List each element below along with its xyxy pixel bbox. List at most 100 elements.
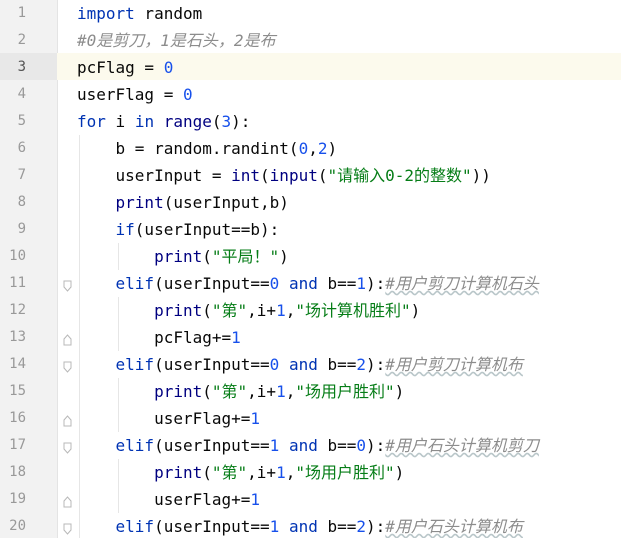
number-token: 0: [269, 274, 280, 293]
caret-line-highlight: [0, 53, 621, 80]
code-token: [77, 220, 116, 239]
code-text[interactable]: print("第",i+1,"场计算机胜利"): [77, 297, 420, 324]
code-line[interactable]: 5 for i in range(3):: [0, 108, 621, 135]
code-token: ,i+: [247, 463, 277, 482]
comment-token: #0是剪刀，1是石头，2是布: [77, 31, 276, 50]
number-token: 1: [269, 436, 280, 455]
line-number-gutter[interactable]: [0, 0, 58, 538]
fold-end-icon[interactable]: [63, 493, 72, 508]
line-number: 1: [17, 5, 26, 21]
code-line[interactable]: 9 if(userInput==b):: [0, 216, 621, 243]
code-line[interactable]: 6 b = random.randint(0,2): [0, 135, 621, 162]
code-token: b==: [317, 355, 357, 374]
code-line[interactable]: 20 elif(userInput==1 and b==2):#用户石头计算机布: [0, 513, 621, 538]
code-line[interactable]: 3 pcFlag = 0: [0, 54, 621, 81]
fold-end-icon[interactable]: [63, 412, 72, 427]
line-number: 12: [9, 302, 26, 318]
code-line[interactable]: 14 elif(userInput==0 and b==2):#用户剪刀计算机布: [0, 351, 621, 378]
keyword-token: elif: [115, 436, 155, 455]
line-number: 15: [9, 383, 26, 399]
code-line[interactable]: 18 print("第",i+1,"场用户胜利"): [0, 459, 621, 486]
builtin-token: print: [154, 247, 203, 266]
code-line[interactable]: 7 userInput = int(input("请输入0-2的整数")): [0, 162, 621, 189]
number-token: 1: [356, 274, 367, 293]
code-token: ):: [366, 517, 386, 536]
code-text[interactable]: userFlag = 0: [77, 81, 193, 108]
code-text[interactable]: print(userInput,b): [77, 189, 289, 216]
keyword-token: elif: [115, 274, 155, 293]
code-token: (: [260, 166, 270, 185]
code-token: [77, 436, 116, 455]
code-line[interactable]: 15 print("第",i+1,"场用户胜利"): [0, 378, 621, 405]
line-number: 19: [9, 491, 26, 507]
code-text[interactable]: print("第",i+1,"场用户胜利"): [77, 378, 404, 405]
keyword-token: elif: [115, 517, 155, 536]
code-text[interactable]: print("第",i+1,"场用户胜利"): [77, 459, 404, 486]
code-line[interactable]: 10 print("平局！"): [0, 243, 621, 270]
string-token: "第": [211, 463, 248, 482]
line-number: 9: [17, 221, 26, 237]
builtin-token: int: [231, 166, 261, 185]
line-number: 16: [9, 410, 26, 426]
code-text[interactable]: userFlag+=1: [77, 405, 260, 432]
indent-guide: [118, 243, 119, 270]
code-token: b==: [317, 517, 357, 536]
indent-guide: [118, 378, 119, 432]
line-number: 3: [17, 59, 26, 75]
fold-arrow-icon[interactable]: [63, 520, 72, 535]
number-token: 1: [276, 382, 286, 401]
number-token: 1: [276, 463, 286, 482]
code-line[interactable]: 12 print("第",i+1,"场计算机胜利"): [0, 297, 621, 324]
code-token: b = random.randint(: [77, 139, 299, 158]
code-token: ):: [231, 112, 251, 131]
code-line[interactable]: 2#0是剪刀，1是石头，2是布: [0, 27, 621, 54]
code-text[interactable]: #0是剪刀，1是石头，2是布: [77, 27, 276, 54]
code-text[interactable]: if(userInput==b):: [77, 216, 280, 243]
code-token: i: [105, 112, 135, 131]
code-token: [77, 517, 116, 536]
code-text[interactable]: userFlag+=1: [77, 486, 260, 513]
code-token: userFlag+=: [77, 409, 251, 428]
line-number: 10: [9, 248, 26, 264]
code-text[interactable]: elif(userInput==1 and b==0):#用户石头计算机剪刀: [77, 432, 539, 459]
indent-guide: [118, 459, 119, 513]
code-text[interactable]: elif(userInput==1 and b==2):#用户石头计算机布: [77, 513, 523, 538]
code-text[interactable]: elif(userInput==0 and b==1):#用户剪刀计算机石头: [77, 270, 539, 297]
line-number: 5: [17, 113, 26, 129]
code-token: (: [202, 301, 212, 320]
code-text[interactable]: import random: [77, 0, 202, 27]
code-token: [279, 517, 289, 536]
fold-arrow-icon[interactable]: [63, 277, 72, 292]
number-token: 3: [221, 112, 232, 131]
code-text[interactable]: userInput = int(input("请输入0-2的整数")): [77, 162, 491, 189]
code-token: )): [471, 166, 491, 185]
code-text[interactable]: pcFlag+=1: [77, 324, 241, 351]
caret-line-gutter-highlight: [0, 53, 57, 80]
code-line[interactable]: 13 pcFlag+=1: [0, 324, 621, 351]
code-token: (userInput==: [154, 274, 270, 293]
code-text[interactable]: pcFlag = 0: [77, 54, 173, 81]
number-token: 0: [269, 355, 280, 374]
code-line[interactable]: 19 userFlag+=1: [0, 486, 621, 513]
code-token: [77, 382, 154, 401]
code-text[interactable]: print("平局！"): [77, 243, 289, 270]
code-token: pcFlag+=: [77, 328, 232, 347]
fold-end-icon[interactable]: [63, 331, 72, 346]
code-line[interactable]: 1 import random: [0, 0, 621, 27]
code-text[interactable]: for i in range(3):: [77, 108, 250, 135]
code-token: [279, 436, 289, 455]
code-line[interactable]: 17 elif(userInput==1 and b==0):#用户石头计算机剪…: [0, 432, 621, 459]
code-line[interactable]: 8 print(userInput,b): [0, 189, 621, 216]
code-line[interactable]: 16 userFlag+=1: [0, 405, 621, 432]
code-line[interactable]: 11 elif(userInput==0 and b==1):#用户剪刀计算机石…: [0, 270, 621, 297]
code-text[interactable]: b = random.randint(0,2): [77, 135, 338, 162]
code-text[interactable]: elif(userInput==0 and b==2):#用户剪刀计算机布: [77, 351, 523, 378]
fold-arrow-icon[interactable]: [63, 358, 72, 373]
keyword-token: if: [115, 220, 135, 239]
code-token: ):: [366, 274, 386, 293]
code-token: b==: [317, 274, 357, 293]
code-token: userFlag+=: [77, 490, 251, 509]
fold-arrow-icon[interactable]: [63, 439, 72, 454]
